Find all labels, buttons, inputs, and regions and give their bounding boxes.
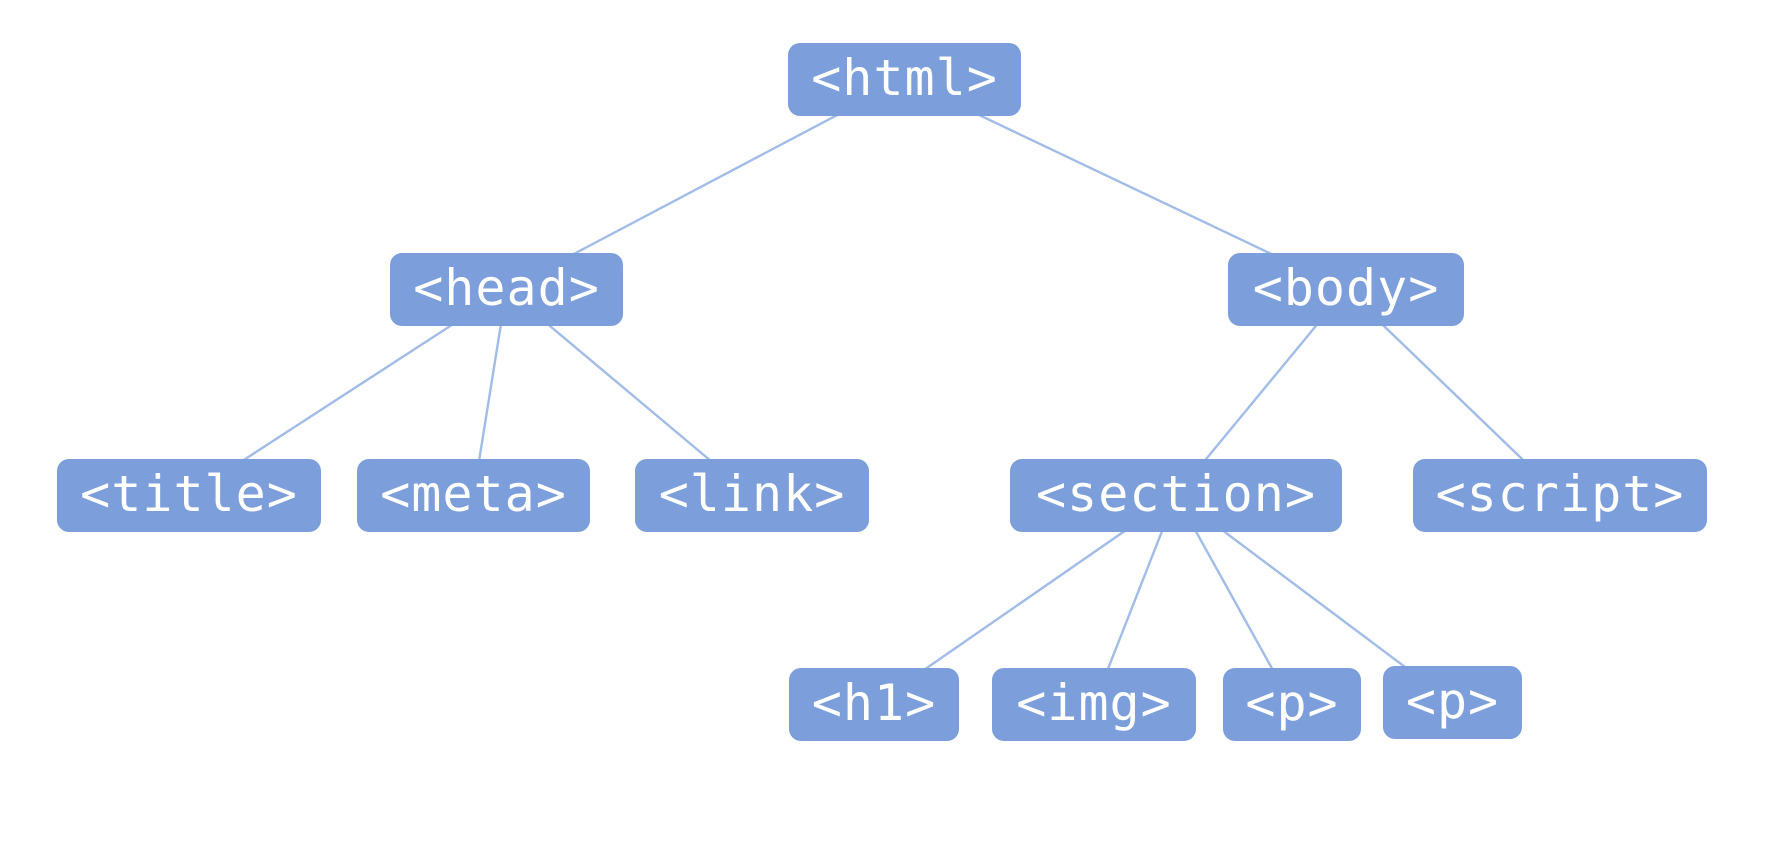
tree-node-section: <section> — [1010, 459, 1342, 532]
tree-node-html: <html> — [788, 43, 1021, 116]
tree-node-link: <link> — [635, 459, 869, 532]
tree-node-img: <img> — [992, 668, 1196, 741]
tree-node-title: <title> — [57, 459, 321, 532]
tree-node-meta: <meta> — [357, 459, 590, 532]
tree-node-label: <p> — [1405, 671, 1500, 730]
tree-node-script: <script> — [1413, 459, 1707, 532]
tree-node-label: <img> — [1016, 673, 1172, 732]
tree-node-p1: <p> — [1223, 668, 1361, 741]
tree-node-label: <html> — [811, 48, 998, 107]
tree-node-label: <link> — [658, 464, 846, 523]
tree-node-label: <section> — [1036, 464, 1316, 523]
tree-node-label: <script> — [1435, 464, 1685, 523]
tree-node-head: <head> — [390, 253, 623, 326]
tree-node-label: <title> — [80, 464, 298, 523]
tree-node-body: <body> — [1228, 253, 1464, 326]
tree-node-label: <head> — [413, 258, 600, 317]
tree-node-label: <body> — [1252, 258, 1440, 317]
tree-node-label: <p> — [1245, 673, 1339, 732]
tree-node-h1: <h1> — [789, 668, 959, 741]
tree-node-p2: <p> — [1383, 666, 1522, 739]
tree-node-label: <h1> — [811, 673, 937, 732]
tree-node-label: <meta> — [380, 464, 567, 523]
